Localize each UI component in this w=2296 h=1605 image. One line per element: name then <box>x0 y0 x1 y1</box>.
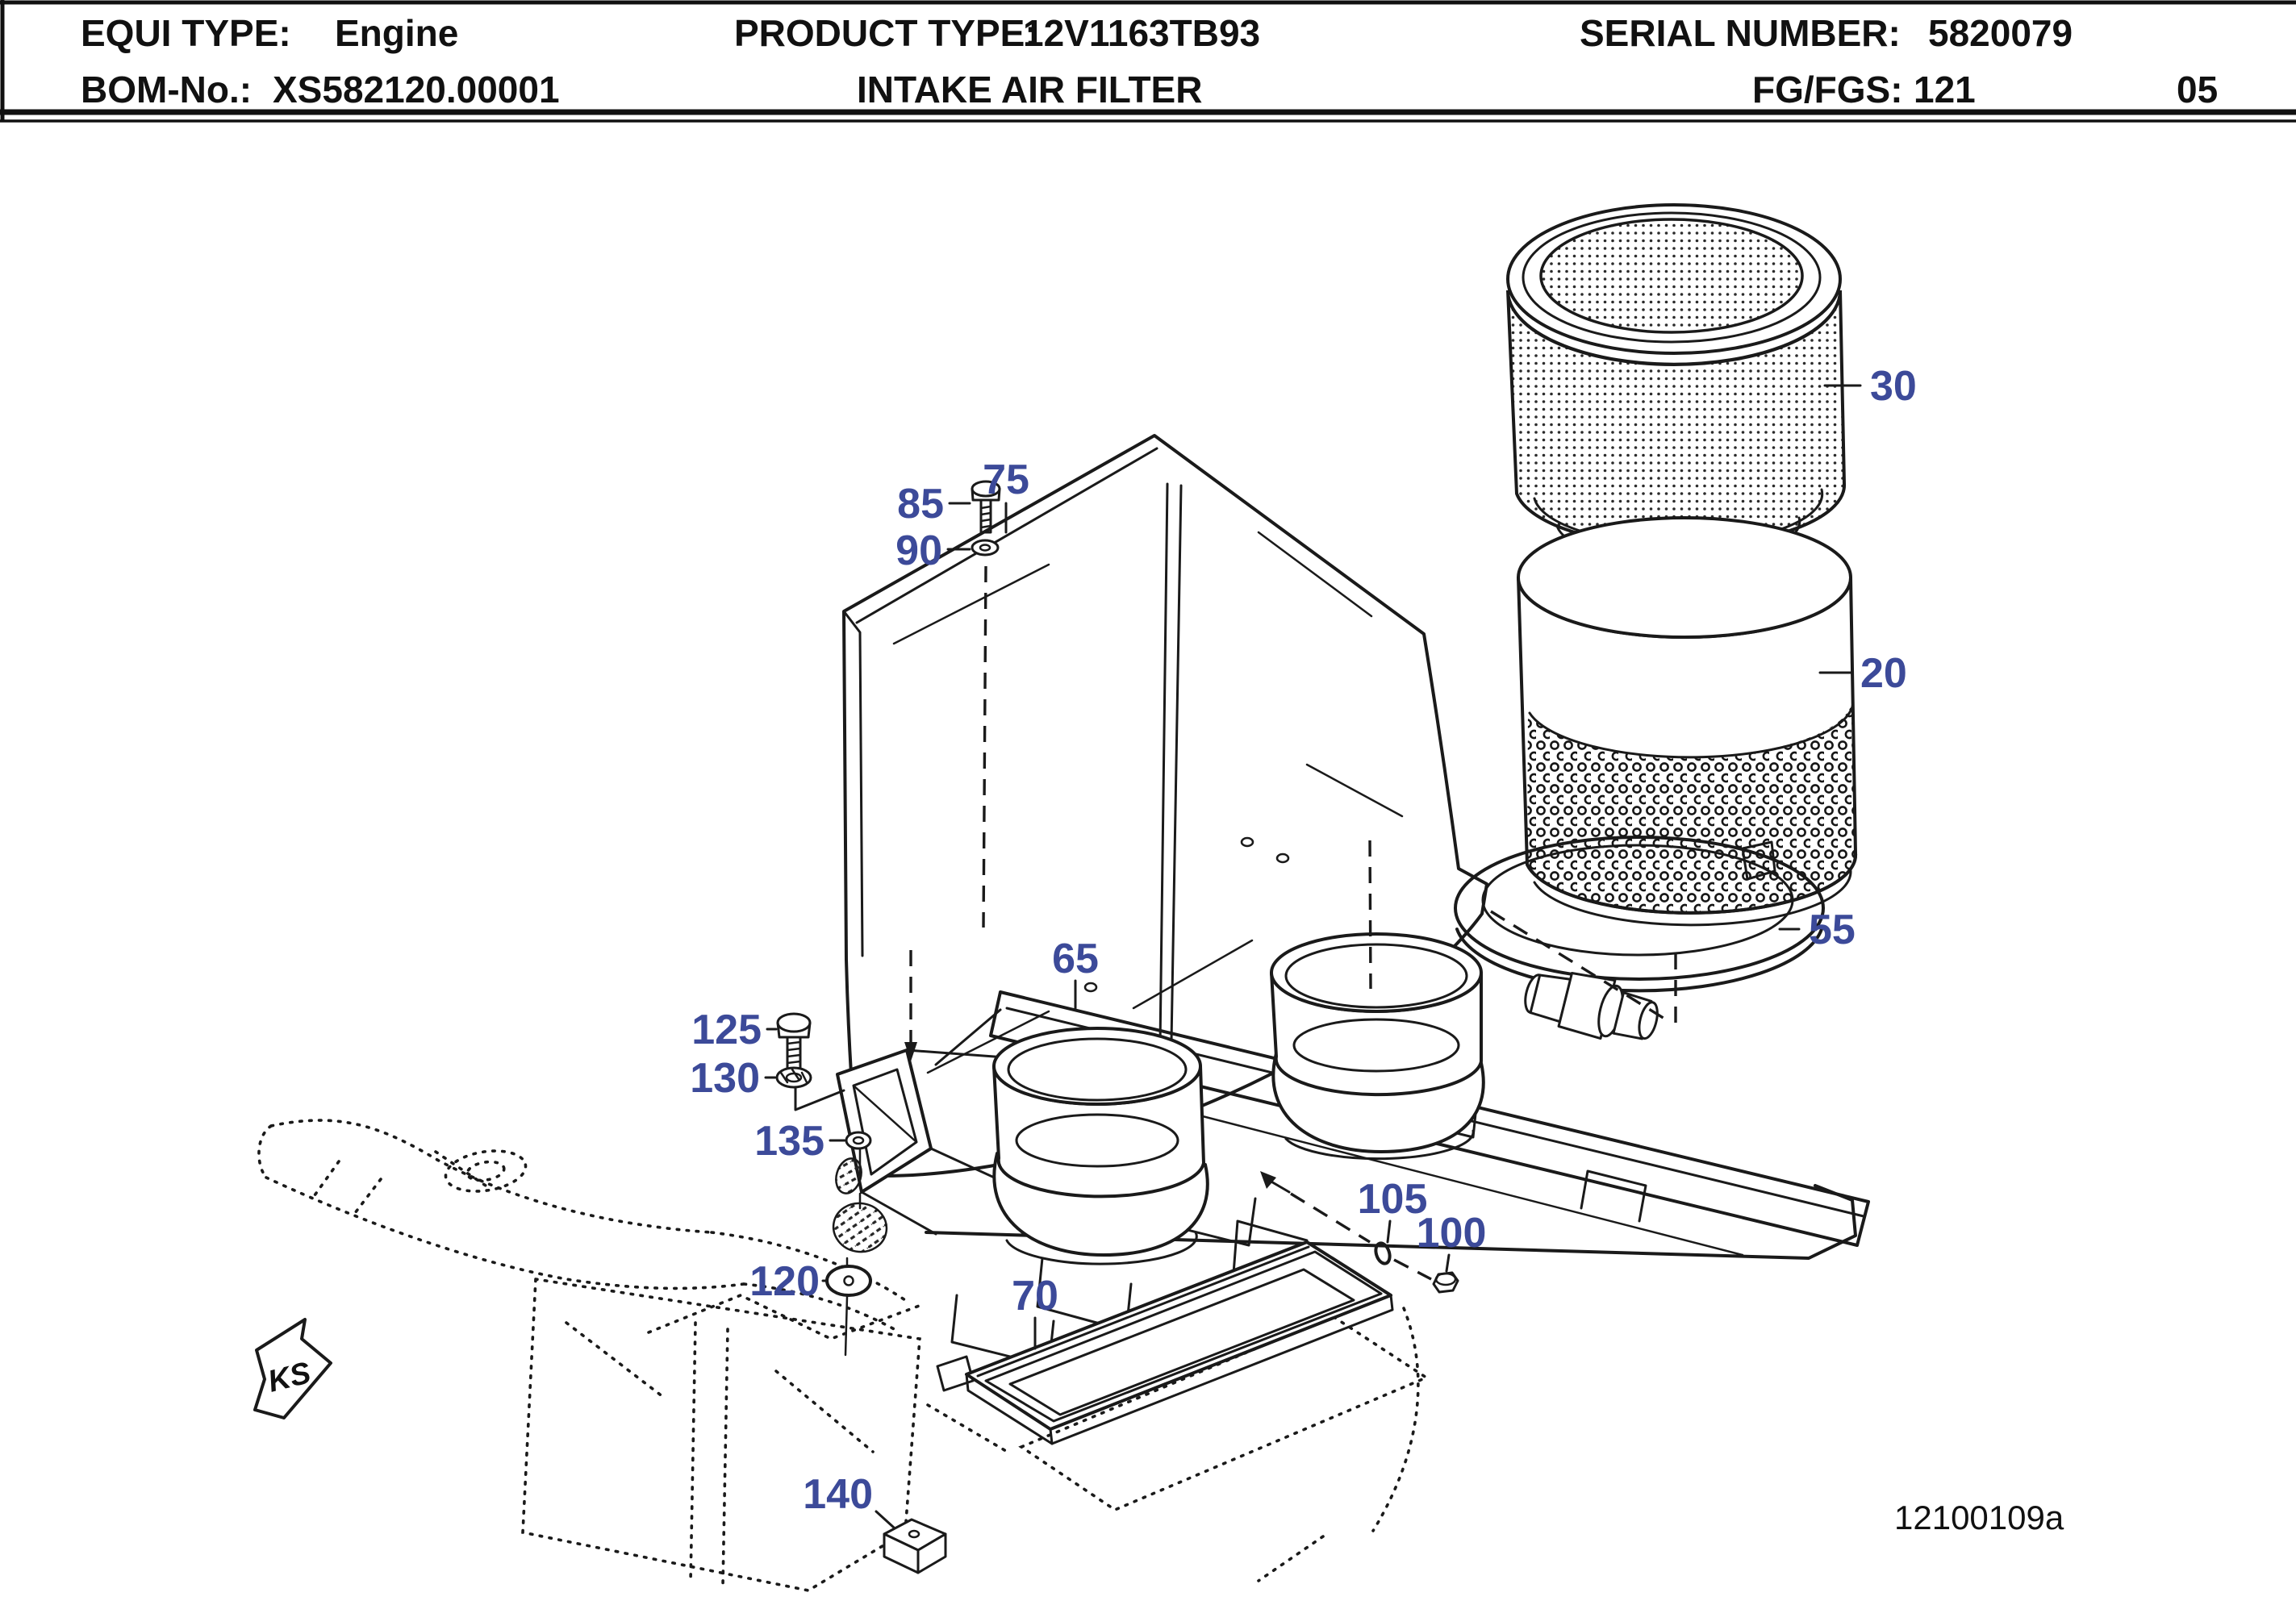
equi-type-label: EQUI TYPE: <box>81 12 291 54</box>
callout-125: 125 <box>691 1007 762 1053</box>
equi-type-value: Engine <box>335 12 459 54</box>
bolt-125 <box>776 1012 812 1071</box>
construction-lines <box>794 565 1677 1281</box>
serial-number-label: SERIAL NUMBER: <box>1580 12 1901 54</box>
screw-85 <box>971 480 1001 534</box>
o-ring-105 <box>1374 1241 1392 1265</box>
filter-housing-65 <box>836 932 1870 1368</box>
filter-element-20 <box>1517 516 1858 927</box>
callout-120: 120 <box>749 1258 820 1305</box>
callout-30: 30 <box>1870 363 1917 410</box>
header-rules <box>0 0 2296 123</box>
callout-130: 130 <box>690 1055 760 1102</box>
fg-fgs-label: FG/FGS: <box>1752 69 1903 110</box>
callout-65: 65 <box>1052 936 1099 982</box>
filter-element-30 <box>1506 203 1847 564</box>
hidden-stud <box>832 1149 888 1269</box>
callout-85: 85 <box>897 481 944 527</box>
callout-leaders <box>764 384 1862 1529</box>
ks-direction-arrow: KS <box>253 1318 332 1419</box>
grommet-120 <box>825 1265 872 1357</box>
page-number: 05 <box>2177 69 2219 110</box>
plug-100 <box>1432 1271 1459 1294</box>
engine-block-outline <box>257 1119 1420 1592</box>
callout-100: 100 <box>1417 1210 1487 1257</box>
gasket-70 <box>936 1240 1394 1445</box>
callout-20: 20 <box>1860 650 1907 697</box>
callout-135: 135 <box>754 1118 824 1165</box>
product-type-label: PRODUCT TYPE: <box>734 12 1037 54</box>
fasteners <box>775 480 1459 1574</box>
product-type-value: 12V1163TB93 <box>1023 12 1261 54</box>
bom-number-value: XS582120.00001 <box>273 69 560 110</box>
page-title: INTAKE AIR FILTER <box>857 69 1203 110</box>
callout-55: 55 <box>1809 907 1856 953</box>
housing-left-port <box>992 1027 1209 1265</box>
washer-135 <box>845 1131 872 1150</box>
fg-fgs-value: 121 <box>1914 69 1976 110</box>
bom-number-label: BOM-No.: <box>81 69 253 110</box>
figure-code: 12100109a <box>1894 1499 2064 1536</box>
callout-90: 90 <box>895 527 942 574</box>
callout-105: 105 <box>1358 1176 1428 1223</box>
washer-90 <box>971 539 1000 557</box>
callout-70: 70 <box>1012 1273 1058 1319</box>
serial-number-value: 5820079 <box>1928 12 2073 54</box>
spacer-block-140 <box>883 1518 947 1574</box>
washer-130 <box>775 1066 812 1089</box>
callouts: 30 20 55 85 90 75 65 125 130 135 120 140… <box>690 363 1917 1518</box>
callout-75: 75 <box>983 456 1029 503</box>
callout-140: 140 <box>803 1471 873 1518</box>
housing-right-port <box>1270 932 1485 1161</box>
